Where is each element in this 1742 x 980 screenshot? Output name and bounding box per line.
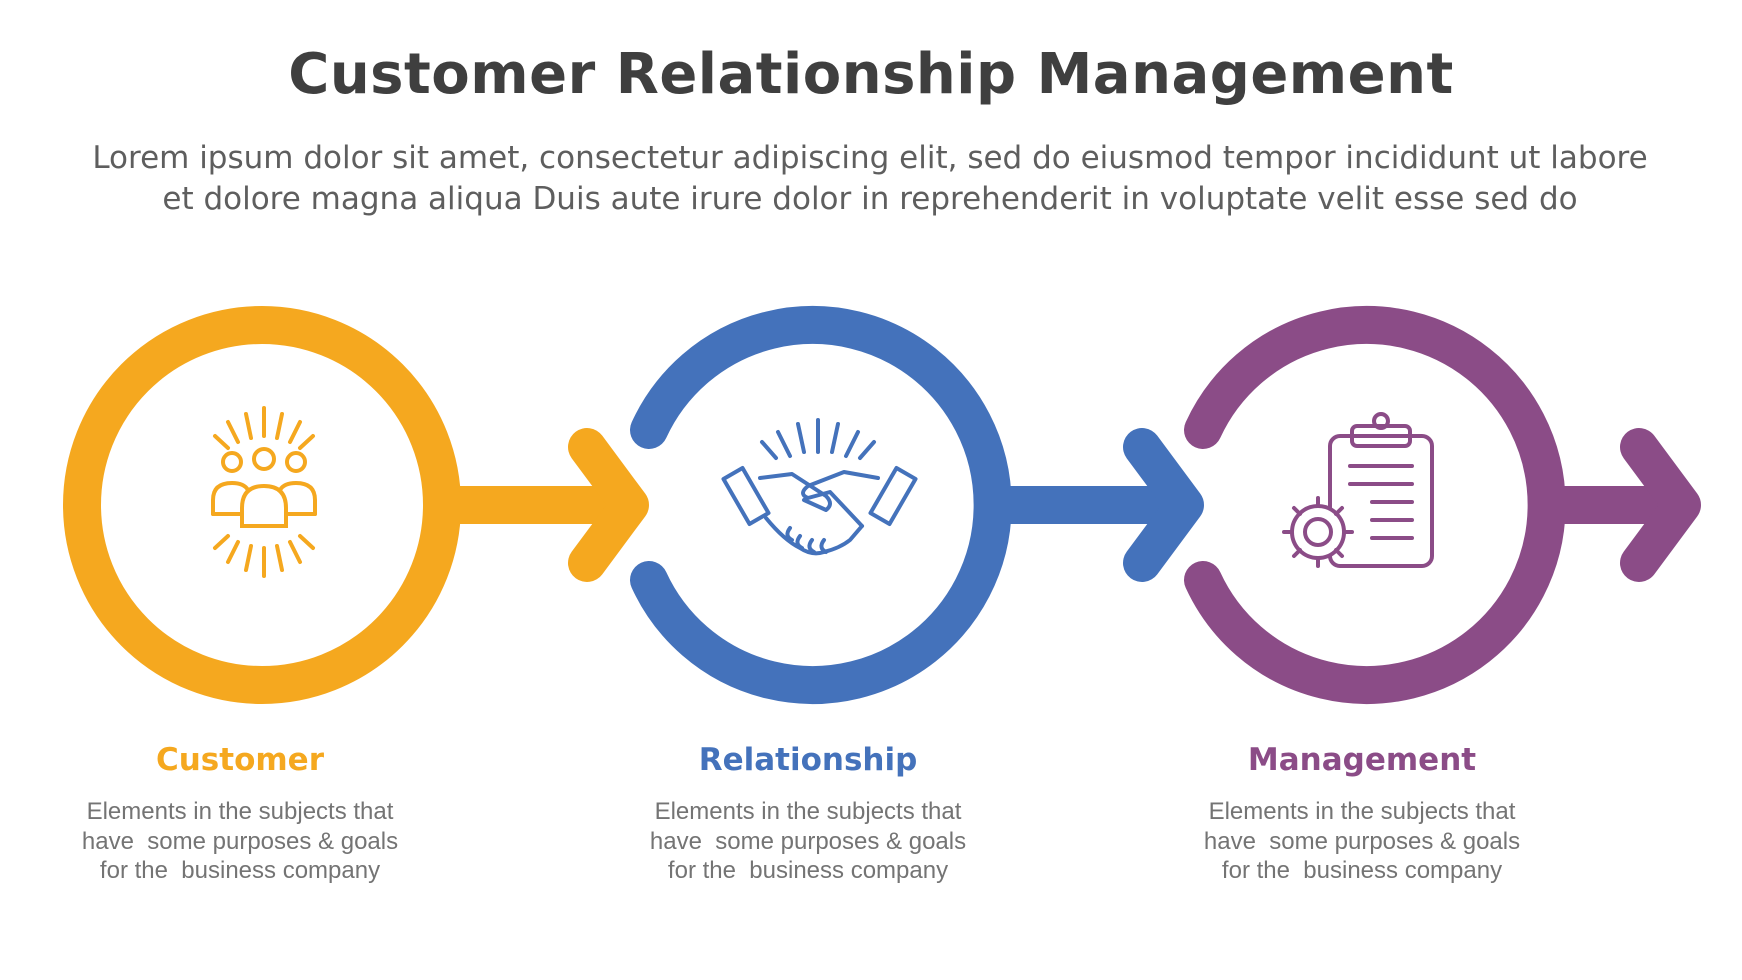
step-relationship-graphic (630, 306, 1204, 704)
management-arrow-head (1620, 428, 1701, 582)
desc-line: for the business company (1221, 857, 1503, 884)
desc-line: Elements in the subjects that (86, 798, 394, 825)
step-desc-management: Elements in the subjects that have some … (1142, 797, 1582, 886)
step-desc-customer: Elements in the subjects that have some … (20, 797, 460, 886)
step-label-management: Management (1247, 742, 1477, 778)
desc-line: have some purposes & goals (1203, 827, 1521, 855)
desc-line: Elements in the subjects that (654, 798, 962, 825)
customer-ring (63, 306, 461, 704)
page-title: Customer Relationship Management (288, 42, 1454, 107)
management-ring (1184, 306, 1566, 704)
desc-line: for the business company (99, 857, 381, 884)
desc-line: Elements in the subjects that (1208, 798, 1516, 825)
step-customer-graphic (63, 306, 649, 704)
step-desc-relationship: Elements in the subjects that have some … (588, 797, 1028, 886)
relationship-ring (630, 306, 1012, 704)
step-management-graphic (1184, 306, 1701, 704)
customer-arrow-head (568, 428, 649, 582)
people-group-icon (211, 406, 317, 578)
subtitle-line-1: Lorem ipsum dolor sit amet, consectetur … (92, 140, 1648, 176)
desc-line: have some purposes & goals (81, 827, 399, 855)
handshake-icon (721, 418, 918, 556)
desc-line: for the business company (667, 857, 949, 884)
step-label-relationship: Relationship (698, 742, 918, 778)
subtitle-line-2: et dolore magna aliqua Duis aute irure d… (162, 181, 1578, 217)
page-subtitle: Lorem ipsum dolor sit amet, consectetur … (70, 138, 1670, 220)
desc-line: have some purposes & goals (649, 827, 967, 855)
step-label-customer: Customer (155, 742, 324, 778)
clipboard-gear-icon (1282, 412, 1434, 568)
relationship-arrow-head (1123, 428, 1204, 582)
